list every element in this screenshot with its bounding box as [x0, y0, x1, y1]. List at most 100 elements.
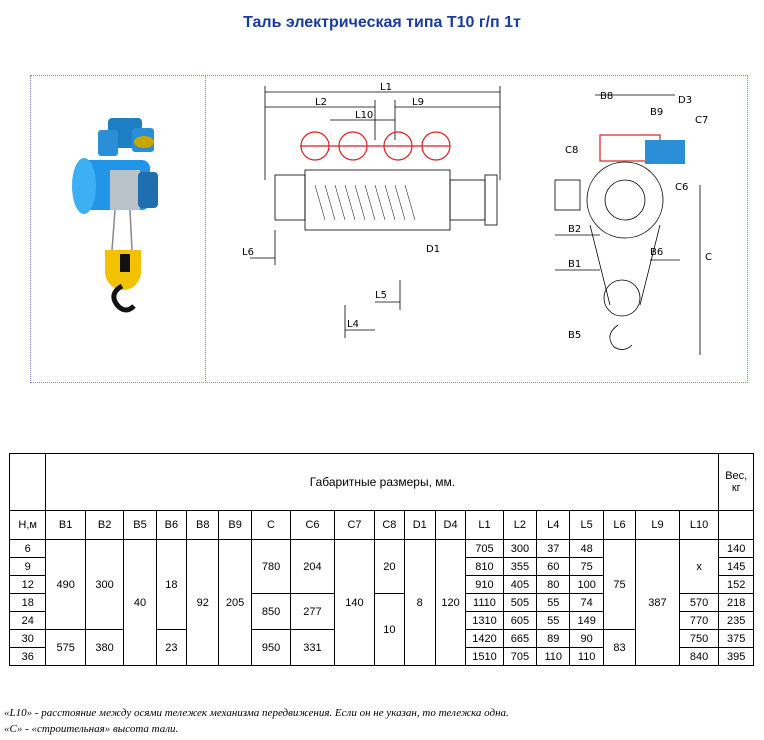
cell-l5: 74	[569, 593, 604, 612]
dim-l9: L9	[412, 97, 424, 108]
cell-l1: 1510	[465, 647, 504, 666]
cell-h: 6	[8, 539, 47, 558]
cell-c6: 277	[290, 593, 335, 630]
cell-l5: 149	[569, 611, 604, 630]
cell-l2: 705	[502, 647, 538, 666]
cell-l2: 300	[502, 539, 538, 558]
cell-l5: 100	[569, 575, 604, 594]
col-l2: L2	[502, 510, 538, 540]
cell-l4: 55	[536, 593, 571, 612]
col-h: Н,м	[8, 510, 47, 540]
table-corner	[8, 453, 47, 511]
cell-l10: 570	[678, 593, 720, 612]
cell-c: 780	[250, 539, 292, 594]
cell-l1: 1420	[465, 629, 504, 648]
col-l1: L1	[465, 510, 504, 540]
cell-c6: 331	[290, 629, 335, 666]
cell-l4: 37	[536, 539, 571, 558]
cell-weight: 152	[718, 575, 754, 594]
cell-h: 36	[8, 647, 47, 666]
col-c6: C6	[290, 510, 335, 540]
col-c: C	[250, 510, 292, 540]
dim-c7: C7	[695, 115, 708, 126]
col-l4: L4	[536, 510, 571, 540]
figure-divider	[205, 75, 206, 383]
col-b2: B2	[84, 510, 125, 540]
col-c8: C8	[374, 510, 405, 540]
dim-d1: D1	[426, 244, 440, 255]
cell-l5: 48	[569, 539, 604, 558]
cell-weight: 145	[718, 557, 754, 576]
cell-l1: 910	[465, 575, 504, 594]
cell-l1: 810	[465, 557, 504, 576]
col-l9: L9	[635, 510, 680, 540]
cell-weight: 375	[718, 629, 754, 648]
group-header: Габаритные размеры, мм.	[45, 453, 720, 511]
cell-l2: 665	[502, 629, 538, 648]
cell-l4: 80	[536, 575, 571, 594]
weight-header: Вес, кг	[718, 453, 754, 511]
col-l10: L10	[678, 510, 720, 540]
cell-weight: 218	[718, 593, 754, 612]
cell-h: 9	[8, 557, 47, 576]
cell-b5: 40	[123, 539, 157, 666]
dim-l4: L4	[347, 319, 359, 330]
col-b1: B1	[45, 510, 86, 540]
col-d4: D4	[434, 510, 467, 540]
dim-l1: L1	[380, 82, 392, 93]
dim-c: C	[705, 252, 712, 263]
cell-h: 30	[8, 629, 47, 648]
cell-c: 950	[250, 629, 292, 666]
dim-l6: L6	[242, 247, 254, 258]
dim-b8: B8	[600, 91, 613, 102]
dim-b5: B5	[568, 330, 581, 341]
cell-l9: 387	[635, 539, 680, 666]
col-d1: D1	[403, 510, 436, 540]
cell-b6: 18	[155, 539, 188, 630]
cell-l1: 705	[465, 539, 504, 558]
cell-b2: 380	[84, 629, 125, 666]
cell-l5: 90	[569, 629, 604, 648]
cell-d4: 120	[434, 539, 467, 666]
cell-b9: 205	[218, 539, 252, 666]
cell-l4: 110	[536, 647, 571, 666]
col-b6: B6	[155, 510, 188, 540]
cell-h: 24	[8, 611, 47, 630]
cell-b1: 575	[45, 629, 86, 666]
cell-l10: 750	[678, 629, 720, 648]
cell-l5: 75	[569, 557, 604, 576]
col-l6: L6	[602, 510, 637, 540]
cell-c8: 10	[374, 593, 405, 666]
dim-c8: C8	[565, 145, 578, 156]
dim-l5: L5	[375, 290, 387, 301]
col-l5: L5	[569, 510, 604, 540]
cell-l6: 75	[602, 539, 637, 630]
dim-b9: B9	[650, 107, 663, 118]
col-b8: B8	[186, 510, 220, 540]
cell-l2: 505	[502, 593, 538, 612]
cell-c6: 204	[290, 539, 335, 594]
cell-l4: 60	[536, 557, 571, 576]
cell-l10: 840	[678, 647, 720, 666]
cell-l2: 405	[502, 575, 538, 594]
footnotes: «L10» - расстояние между осями тележек м…	[4, 705, 509, 737]
footnote-l10: «L10» - расстояние между осями тележек м…	[4, 707, 509, 719]
cell-d1: 8	[403, 539, 436, 666]
footnote-c: «C» - «строительная» высота тали.	[4, 723, 179, 735]
dim-b2: B2	[568, 224, 581, 235]
side-view-drawing: B8 B9 D3 C7 C8 C6 B2 B1 B6 C B5	[554, 91, 712, 355]
dim-l10: L10	[355, 110, 373, 121]
cell-l1: 1310	[465, 611, 504, 630]
front-view-drawing: L1 L2 L9 L10 L6 D1 L5 L4	[242, 82, 501, 338]
dim-b1: B1	[568, 259, 581, 270]
cell-h: 12	[8, 575, 47, 594]
cell-b2: 300	[84, 539, 125, 630]
page-title: Таль электрическая типа Т10 г/п 1т	[243, 14, 521, 31]
dim-b6: B6	[650, 247, 663, 258]
cell-l6: 83	[602, 629, 637, 666]
cell-l2: 355	[502, 557, 538, 576]
cell-l10: x	[678, 539, 720, 594]
cell-l4: 89	[536, 629, 571, 648]
cell-b1: 490	[45, 539, 86, 630]
cell-b8: 92	[186, 539, 220, 666]
